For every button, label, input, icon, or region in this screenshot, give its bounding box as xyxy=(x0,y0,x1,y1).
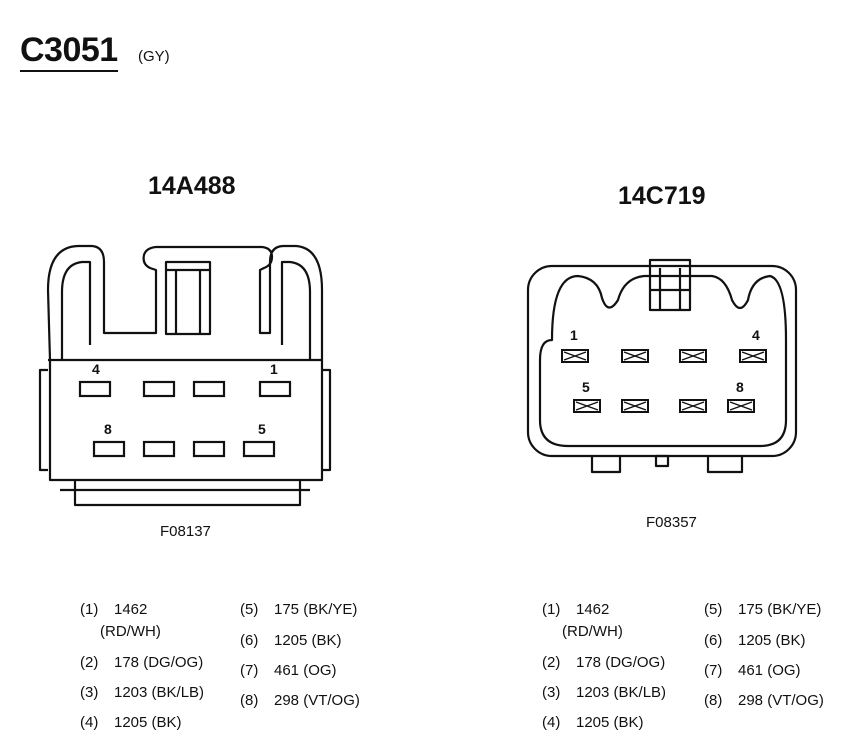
connector-color-code: (GY) xyxy=(138,48,170,65)
left-circuit-5: (5)175 (BK/YE) xyxy=(240,601,358,618)
left-pin-cavity xyxy=(258,380,292,398)
right-latch xyxy=(648,258,692,312)
right-circuit-6: (6)1205 (BK) xyxy=(704,632,806,649)
left-pin-label: 4 xyxy=(92,361,100,377)
left-circuit-3: (3)1203 (BK/LB) xyxy=(80,684,205,701)
right-pin-label: 8 xyxy=(736,379,744,395)
left-pin-cavity xyxy=(142,380,176,398)
right-pin-cavity xyxy=(739,349,767,363)
left-pin-cavity xyxy=(242,440,276,458)
left-circuit-8: (8)298 (VT/OG) xyxy=(240,692,360,709)
left-circuit-4: (4)1205 (BK) xyxy=(80,714,182,731)
left-part-number: 14A488 xyxy=(148,172,236,200)
right-pin-label: 1 xyxy=(570,327,578,343)
left-circuit-6: (6)1205 (BK) xyxy=(240,632,342,649)
left-pin-cavity xyxy=(192,440,226,458)
connector-id: C3051 xyxy=(20,30,118,72)
right-pin-label: 4 xyxy=(752,327,760,343)
right-circuit-7: (7)461 (OG) xyxy=(704,662,801,679)
right-circuit-4: (4)1205 (BK) xyxy=(542,714,644,731)
right-pin-label: 5 xyxy=(582,379,590,395)
right-pin-cavity xyxy=(679,399,707,413)
left-circuit-1: (1)1462 (RD/WH) xyxy=(80,601,161,640)
right-circuit-5: (5)175 (BK/YE) xyxy=(704,601,822,618)
right-pin-cavity xyxy=(561,349,589,363)
right-pin-cavity xyxy=(727,399,755,413)
left-circuit-2: (2)178 (DG/OG) xyxy=(80,654,204,671)
left-circuit-7: (7)461 (OG) xyxy=(240,662,337,679)
right-pin-cavity xyxy=(573,399,601,413)
left-pin-cavity xyxy=(78,380,112,398)
left-pin-label: 8 xyxy=(104,421,112,437)
right-pin-cavity xyxy=(621,399,649,413)
left-figure-code: F08137 xyxy=(160,523,211,540)
right-circuit-8: (8)298 (VT/OG) xyxy=(704,692,824,709)
left-pin-cavity xyxy=(142,440,176,458)
right-circuit-1: (1)1462 (RD/WH) xyxy=(542,601,623,640)
left-pin-label: 1 xyxy=(270,361,278,377)
right-circuit-2: (2)178 (DG/OG) xyxy=(542,654,666,671)
left-latch xyxy=(164,260,212,336)
right-part-number: 14C719 xyxy=(618,182,706,210)
right-circuit-3: (3)1203 (BK/LB) xyxy=(542,684,667,701)
right-figure-code: F08357 xyxy=(646,514,697,531)
left-connector-body xyxy=(46,244,324,482)
right-pin-cavity xyxy=(679,349,707,363)
left-pin-cavity xyxy=(92,440,126,458)
left-pin-cavity xyxy=(192,380,226,398)
left-pin-label: 5 xyxy=(258,421,266,437)
right-pin-cavity xyxy=(621,349,649,363)
